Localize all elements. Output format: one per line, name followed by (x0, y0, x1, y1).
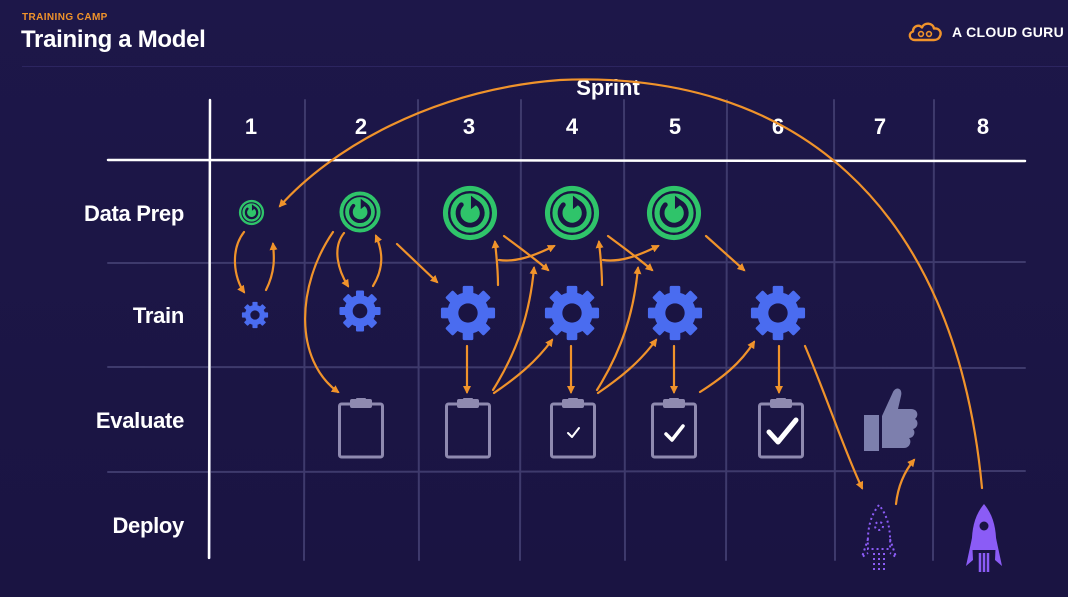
slide-title: Training a Model (21, 26, 206, 53)
sprint-column-label: 8 (977, 114, 989, 139)
flow-arrow (491, 240, 500, 287)
flow-arrow (497, 244, 556, 262)
gear-icon (440, 285, 496, 341)
phase-row-label: Data Prep (84, 201, 184, 226)
clipboard-icon (445, 398, 491, 459)
flow-arrow (502, 234, 550, 272)
grid-line (725, 99, 728, 561)
grid-line (107, 366, 1026, 369)
cloud-logo-icon (908, 22, 942, 42)
gear-icon (241, 301, 269, 329)
flow-arrow (601, 244, 660, 262)
phase-rows: Data Prep Train Evaluate Deploy (84, 201, 185, 538)
clipboard-check-icon (758, 398, 804, 459)
refresh-icon (443, 186, 497, 240)
flow-arrow (264, 242, 278, 292)
sprint-column-label: 5 (669, 114, 681, 139)
grid-line (107, 470, 1026, 473)
phase-row-label: Train (133, 303, 184, 328)
header-row-line (106, 158, 1027, 163)
grid-line (833, 99, 836, 561)
rocket-icon (966, 504, 1002, 572)
deploy-icons (860, 503, 1002, 572)
header-divider (22, 66, 1068, 67)
flow-arrow (233, 230, 246, 294)
flow-arrow (595, 266, 642, 392)
flow-arrow (596, 338, 658, 395)
grid-line (417, 99, 420, 561)
brand-name: A CLOUD GURU (952, 24, 1064, 40)
clipboard-icon (338, 398, 384, 459)
flow-arrow (595, 240, 604, 287)
sprint-columns: 1 2 3 4 5 6 7 8 (245, 114, 989, 139)
flow-arrow (278, 78, 984, 490)
flow-arrow (491, 266, 538, 392)
sprint-column-label: 4 (566, 114, 579, 139)
evaluate-icons (338, 388, 918, 459)
sprint-column-label: 2 (355, 114, 367, 139)
workflow-arrows (233, 78, 984, 506)
flow-arrow (395, 242, 439, 284)
flow-arrow (698, 340, 756, 394)
thumbs-up-icon (864, 388, 918, 451)
data-prep-icons (238, 186, 701, 240)
gear-icon (750, 285, 806, 341)
grid-line (107, 261, 1026, 264)
grid-line (932, 99, 935, 561)
flow-arrow (803, 344, 864, 490)
flow-arrow (492, 338, 554, 395)
train-icons (241, 285, 806, 341)
brand-logo: A CLOUD GURU (906, 20, 1064, 44)
refresh-icon (647, 186, 701, 240)
sprint-column-label: 3 (463, 114, 475, 139)
phase-row-label: Evaluate (96, 408, 184, 433)
flow-arrow (704, 234, 746, 272)
grid-line (303, 99, 306, 561)
flow-arrow (371, 234, 383, 288)
refresh-icon (238, 199, 265, 226)
gear-icon (339, 290, 381, 332)
gear-icon (647, 285, 703, 341)
sprint-column-label: 6 (772, 114, 784, 139)
sprint-column-label: 1 (245, 114, 257, 139)
flow-arrow (606, 234, 654, 272)
phase-row-label: Deploy (112, 513, 185, 538)
clipboard-check-icon (651, 398, 697, 459)
flow-arrow (336, 231, 350, 288)
gear-icon (544, 285, 600, 341)
rocket-outline-icon (860, 503, 898, 571)
sprint-column-label: 7 (874, 114, 886, 139)
refresh-icon (545, 186, 599, 240)
clipboard-check-icon (550, 398, 596, 459)
flow-arrow (304, 230, 340, 394)
header-column-line (207, 98, 212, 560)
refresh-icon (338, 190, 382, 234)
slide-kicker: TRAINING CAMP (22, 12, 108, 23)
flow-arrow (894, 458, 916, 506)
